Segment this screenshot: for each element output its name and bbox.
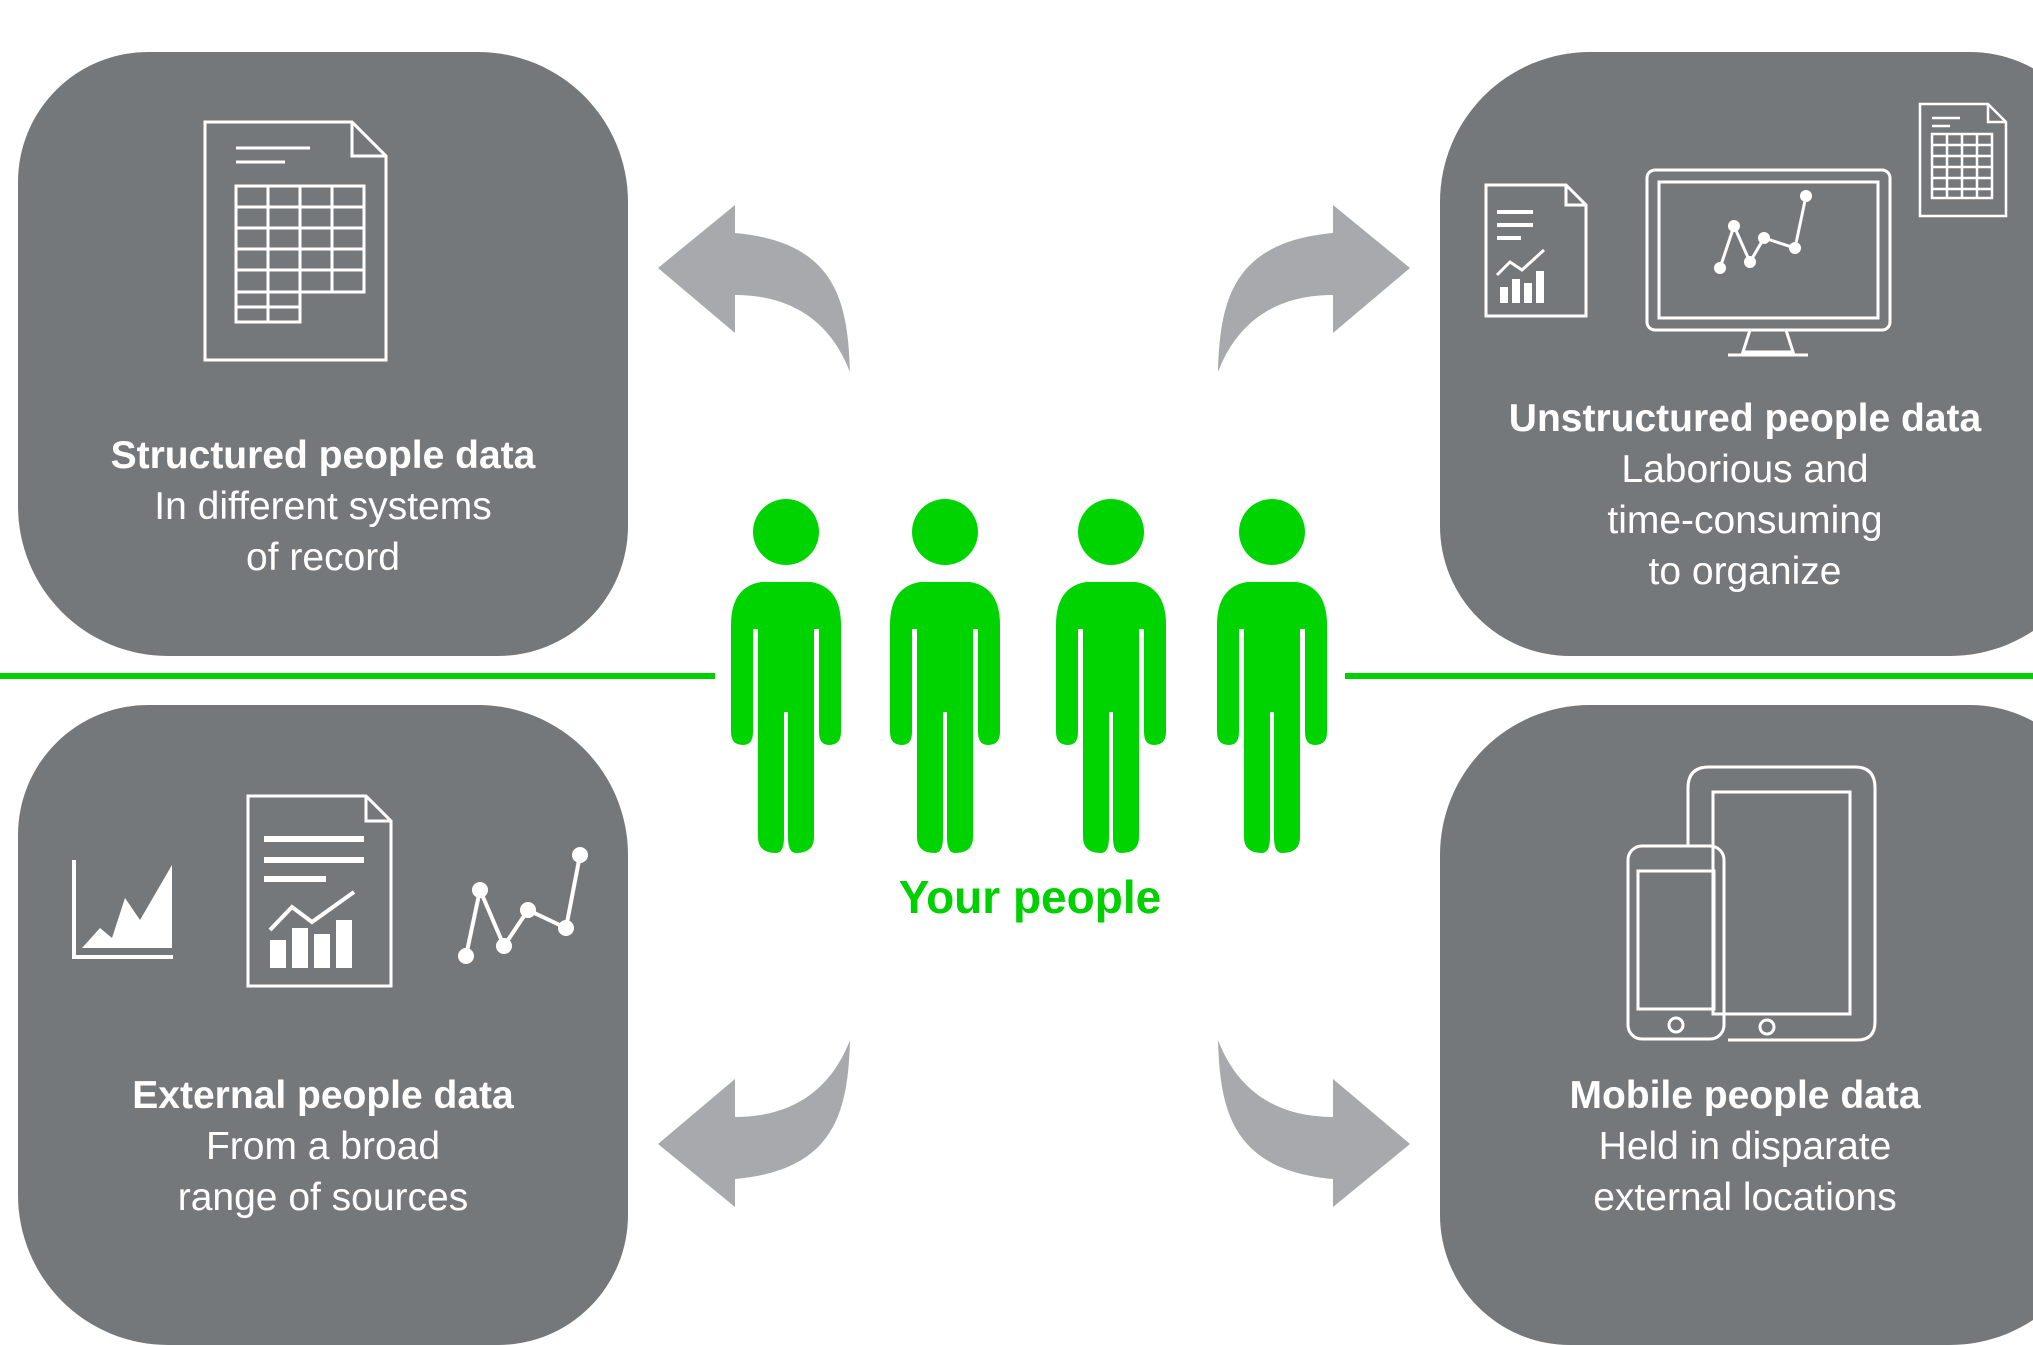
panel-title: Unstructured people data xyxy=(1508,397,1982,440)
unstructured-data-caption: Unstructured people data Laborious and t… xyxy=(1440,393,2033,597)
report-trend-line xyxy=(1495,248,1546,277)
mobile-data-panel xyxy=(1440,705,2033,1345)
people-figures xyxy=(731,499,1327,853)
arrow-top-left xyxy=(658,205,850,372)
structured-data-panel xyxy=(18,52,628,656)
mobile-data-caption: Mobile people data Held in disparate ext… xyxy=(1440,1070,2033,1223)
panel-title: External people data xyxy=(132,1074,514,1117)
report-document-icon xyxy=(1484,183,1588,318)
person-icon xyxy=(1056,499,1166,853)
external-data-caption: External people data From a broad range … xyxy=(18,1070,628,1223)
arrow-top-right xyxy=(1218,205,1410,372)
curved-arrows xyxy=(658,205,1410,1207)
external-data-panel xyxy=(18,705,628,1345)
panel-text: to organize xyxy=(1648,550,1842,593)
line-chart-icon xyxy=(458,847,588,964)
arrow-bottom-left xyxy=(658,1040,850,1207)
report-document-icon-fill xyxy=(1497,210,1544,303)
tablet-icon xyxy=(1686,765,1877,1042)
report-document-lines xyxy=(264,836,364,968)
person-icon xyxy=(890,499,1000,853)
panel-text: Held in disparate xyxy=(1598,1125,1892,1168)
panel-text: of record xyxy=(246,536,400,579)
panel-text: In different systems xyxy=(154,485,492,528)
monitor-chart-points xyxy=(1714,190,1812,274)
spreadsheet-icon xyxy=(1918,102,2008,218)
panel-text: external locations xyxy=(1593,1176,1897,1219)
panel-text: range of sources xyxy=(177,1176,469,1219)
monitor-chart-icon xyxy=(1645,168,1892,357)
arrow-bottom-right xyxy=(1218,1040,1410,1207)
spreadsheet-document-icon xyxy=(203,120,388,362)
report-document-icon xyxy=(246,794,393,988)
connector-line-left xyxy=(0,673,715,679)
structured-data-caption: Structured people data In different syst… xyxy=(18,430,628,583)
connector-line-right xyxy=(1345,673,2033,679)
panel-text: From a broad xyxy=(205,1125,441,1168)
area-chart-icon xyxy=(72,860,173,959)
smartphone-icon xyxy=(1626,844,1726,1041)
panel-text: Laborious and xyxy=(1621,448,1869,491)
your-people-label: Your people xyxy=(898,871,1162,923)
panel-text: time-consuming xyxy=(1607,499,1883,542)
person-icon xyxy=(731,499,841,853)
diagram-graphics xyxy=(72,102,2008,1207)
panel-title: Mobile people data xyxy=(1569,1074,1921,1117)
report-trend-line xyxy=(268,890,356,932)
person-icon xyxy=(1217,499,1327,853)
panel-title: Structured people data xyxy=(110,434,536,477)
